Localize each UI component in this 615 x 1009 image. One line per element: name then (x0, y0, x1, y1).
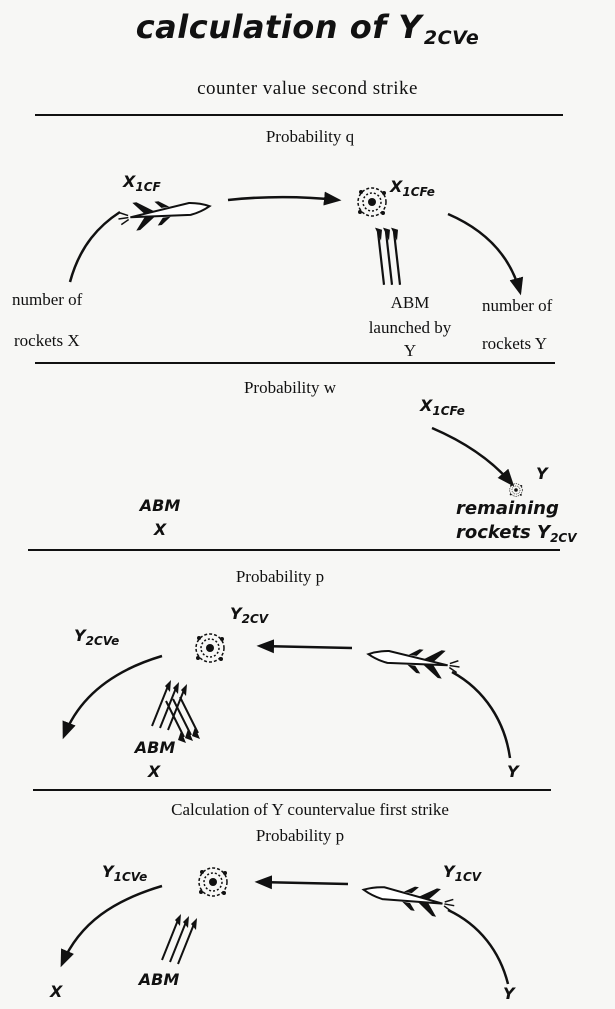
panel2-target-label: Y (536, 464, 548, 483)
panel3-artwork (62, 633, 512, 759)
panel4-rocket-label: Y1CV (443, 862, 482, 884)
panel1-rocket-label: X1CF (123, 172, 161, 194)
panel1-impact-arrow (447, 212, 524, 296)
panel3-left-label: Y2CVe (74, 626, 120, 648)
panel1-artwork (68, 187, 524, 296)
panel2-remaining-rockets: rockets Y2CV (456, 522, 577, 545)
divider-panel2-bottom (28, 549, 560, 551)
panel3-exit-arrow (62, 654, 163, 740)
panel4-left-owner: X (50, 982, 63, 1001)
panel1-right-label-1: number of (482, 296, 553, 315)
panel4-launch-arc (447, 908, 510, 985)
panel1-probability: Probability q (265, 127, 355, 146)
panel3-explosion-label: Y2CV (230, 604, 269, 626)
panel3-abm-label: ABM (134, 738, 176, 757)
panel1-abm-label-3: Y (403, 341, 417, 360)
divider-panel3-bottom (33, 789, 551, 791)
panel3-right-label: Y (507, 762, 519, 781)
panel1-launch-arc (68, 210, 121, 283)
panel4-exit-arrow (60, 884, 163, 968)
panel2-remaining-label: remaining (456, 498, 559, 519)
panel1-right-label-2: rockets Y (482, 334, 547, 353)
panel1-left-label-1: number of (12, 290, 83, 309)
divider-top (35, 114, 563, 116)
panel2-probability: Probability w (243, 378, 337, 397)
panel2-artwork (431, 426, 523, 497)
panel4-abm-label: ABM (138, 970, 180, 989)
title-main: calculation of Y (135, 8, 422, 46)
panel1-abm-label-2: launched by (368, 318, 452, 337)
panel4-probability: Probability p (255, 826, 345, 845)
panel4-incoming-arrow (254, 875, 349, 890)
panel4-heading: Calculation of Y countervalue first stri… (171, 800, 449, 819)
panel2-abm-owner: X (153, 520, 167, 539)
panel1-flight-arrow (227, 191, 342, 206)
panel3-probability: Probability p (235, 567, 325, 586)
divider-panel1-bottom (35, 362, 555, 364)
panel2-incoming-arrow (431, 426, 515, 487)
panel3-abm-owner: X (147, 762, 161, 781)
panel1-explosion-label: X1CFe (390, 177, 435, 199)
title-subscript: 2CVe (423, 27, 480, 49)
panel4-left-label: Y1CVe (102, 862, 148, 884)
panel2-abm-label: ABM (139, 496, 181, 515)
panel4-artwork (60, 867, 510, 985)
panel3-launch-arc (451, 670, 512, 759)
diagram-subtitle: counter value second strike (197, 78, 418, 99)
panel2-incoming-label: X1CFe (420, 396, 465, 418)
panel4-right-owner: Y (503, 984, 515, 1003)
panel1-left-label-2: rockets X (14, 331, 80, 350)
panel1-abm-label-1: ABM (390, 293, 430, 312)
panel3-incoming-arrow (256, 639, 353, 654)
